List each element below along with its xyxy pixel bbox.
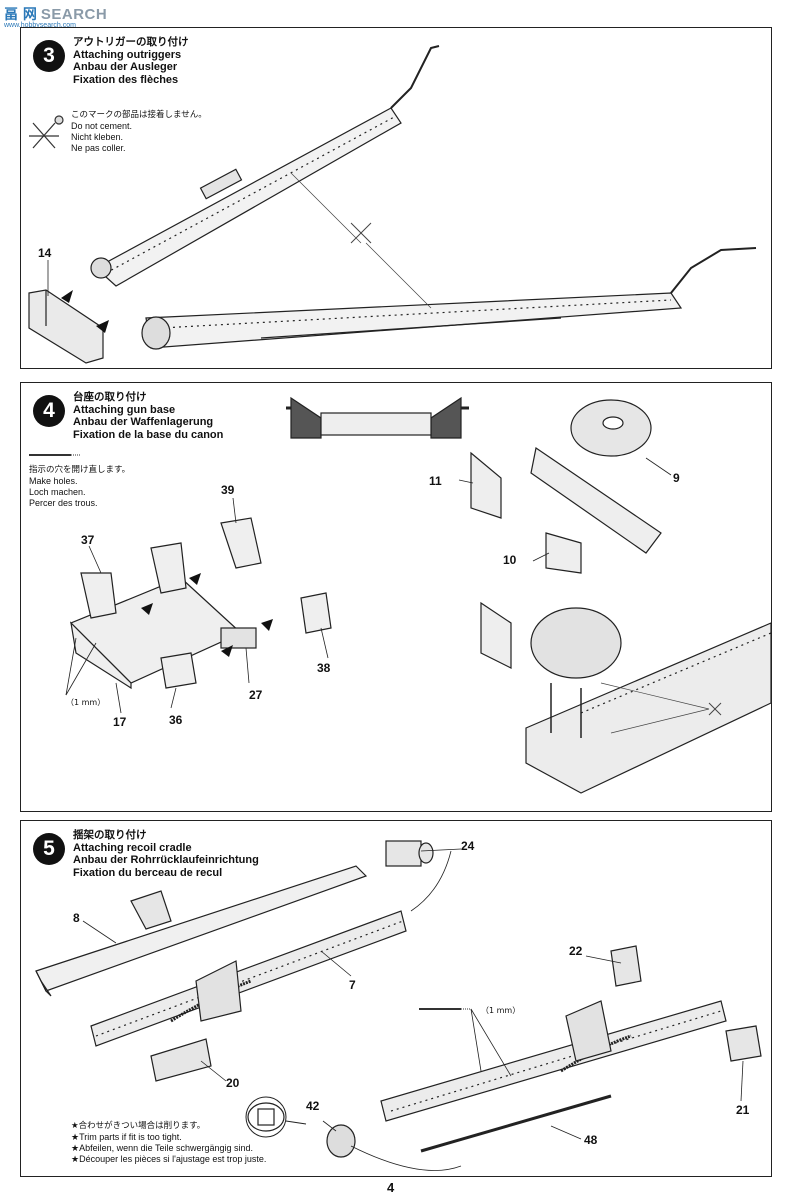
step-3-note-de: Nicht kleben.	[71, 132, 124, 142]
step-5-title-ja: 揺架の取り付け	[73, 829, 147, 841]
watermark-en: SEARCH	[40, 5, 108, 23]
step-4-note-fr: Percer des trous.	[29, 498, 98, 508]
no-cement-callout-icon	[600, 682, 722, 734]
outrigger-lower	[141, 247, 757, 350]
step-5-drill-size: （1 mm）	[481, 1006, 521, 1015]
trim-note-en: ★Trim parts if fit is too tight.	[71, 1132, 182, 1142]
gun-base-assembly-upper	[470, 399, 662, 574]
trim-note-ja: ★合わせがきつい場合は削ります。	[71, 1121, 206, 1131]
step-3-number: 3	[33, 40, 65, 72]
step-5-leaders	[82, 848, 744, 1171]
step-4-drill-size: （1 mm）	[66, 698, 106, 707]
step-4-title-en: Attaching gun base	[73, 403, 176, 416]
trim-note-fr: ★Découper les pièces si l'ajustage est t…	[71, 1154, 267, 1164]
watermark-url: www.hobbysearch.com	[4, 22, 76, 29]
step-4-title-ja: 台座の取り付け	[73, 391, 147, 403]
step-4-title-fr: Fixation de la base du canon	[73, 428, 224, 441]
step-5-title-fr: Fixation du berceau de recul	[73, 866, 223, 879]
cradle-part-8	[35, 865, 368, 997]
no-cement-callout-icon	[290, 172, 432, 309]
step-3-panel: 3 アウトリガーの取り付け Attaching outriggers Anbau…	[20, 27, 772, 369]
no-cement-icon	[29, 115, 64, 149]
step-5-titles: 揺架の取り付け Attaching recoil cradle Anbau de…	[73, 829, 259, 879]
outrigger-upper	[90, 45, 440, 287]
step-4-number: 4	[33, 395, 65, 427]
part-20-label: 20	[226, 1076, 240, 1090]
watermark: 畐 网 SEARCH www.hobbysearch.com	[4, 4, 108, 30]
part-11-label: 11	[429, 474, 442, 488]
part-38-label: 38	[317, 661, 331, 675]
gun-base-exploded	[69, 517, 332, 690]
step-3-note: このマークの部品は接着しません。 Do not cement. Nicht kl…	[71, 110, 207, 154]
part-8-label: 8	[73, 911, 80, 925]
trim-note-de: ★Abfeilen, wenn die Teile schwergängig s…	[71, 1143, 254, 1153]
step-3-title-ja: アウトリガーの取り付け	[73, 36, 189, 48]
part-20	[150, 1038, 212, 1082]
step-3-note-fr: Ne pas coller.	[71, 143, 126, 153]
part-10-label: 10	[503, 553, 517, 567]
part-14-label: 14	[38, 246, 52, 260]
cradle-assembly	[247, 945, 762, 1158]
part-22-label: 22	[569, 944, 583, 958]
step-4-title-de: Anbau der Waffenlagerung	[73, 416, 214, 428]
page-number: 4	[387, 1180, 395, 1195]
step-4-note-de: Loch machen.	[29, 487, 86, 497]
step-5-title-en: Attaching recoil cradle	[73, 841, 192, 854]
step-4-note-en: Make holes.	[29, 476, 78, 486]
step-3-note-ja: このマークの部品は接着しません。	[71, 110, 207, 120]
gun-base-preview	[286, 396, 469, 439]
step-5-number: 5	[33, 833, 65, 865]
part-17-label: 17	[113, 715, 127, 729]
watermark-cn: 畐 网	[4, 7, 37, 23]
step-4-titles: 台座の取り付け Attaching gun base Anbau der Waf…	[73, 391, 223, 441]
part-42-label: 42	[306, 1099, 320, 1113]
part-39-label: 39	[221, 483, 235, 497]
part-14-bracket	[28, 289, 104, 364]
part-48-label: 48	[584, 1133, 598, 1147]
part-24-label: 24	[461, 839, 475, 853]
step-3-titles: アウトリガーの取り付け Attaching outriggers Anbau d…	[73, 36, 189, 86]
step-5-trim-note: ★合わせがきつい場合は削ります。 ★Trim parts if fit is t…	[71, 1121, 266, 1165]
step-4-note: 指示の穴を開け直します。 Make holes. Loch machen. Pe…	[29, 465, 130, 509]
trim-icon	[245, 1096, 307, 1138]
step-3-title-de: Anbau der Ausleger	[73, 61, 178, 73]
step-4-diagram	[29, 396, 771, 794]
step-3-title-en: Attaching outriggers	[73, 48, 182, 61]
step-4-arrows	[141, 573, 273, 657]
part-21-label: 21	[736, 1103, 750, 1117]
step-4-leaders	[65, 457, 672, 714]
step-5-title-de: Anbau der Rohrrücklaufeinrichtung	[73, 854, 259, 866]
part-37-label: 37	[81, 533, 95, 547]
step-3-title-fr: Fixation des flèches	[73, 73, 179, 86]
step-3-diagram	[28, 45, 757, 364]
step-4-panel: 4 台座の取り付け Attaching gun base Anbau der W…	[20, 382, 772, 812]
recoil-part-7	[90, 910, 407, 1047]
part-9-label: 9	[673, 471, 680, 485]
part-36-label: 36	[169, 713, 183, 727]
step-5-diagram	[35, 840, 762, 1171]
step-4-note-ja: 指示の穴を開け直します。	[29, 465, 131, 475]
step-5-panel: 5 揺架の取り付け Attaching recoil cradle Anbau …	[20, 820, 772, 1177]
part-7-label: 7	[349, 978, 356, 992]
part-24	[385, 840, 434, 867]
step-3-note-en: Do not cement.	[71, 121, 133, 131]
gun-base-assembly-lower	[480, 601, 771, 794]
part-27-label: 27	[249, 688, 263, 702]
